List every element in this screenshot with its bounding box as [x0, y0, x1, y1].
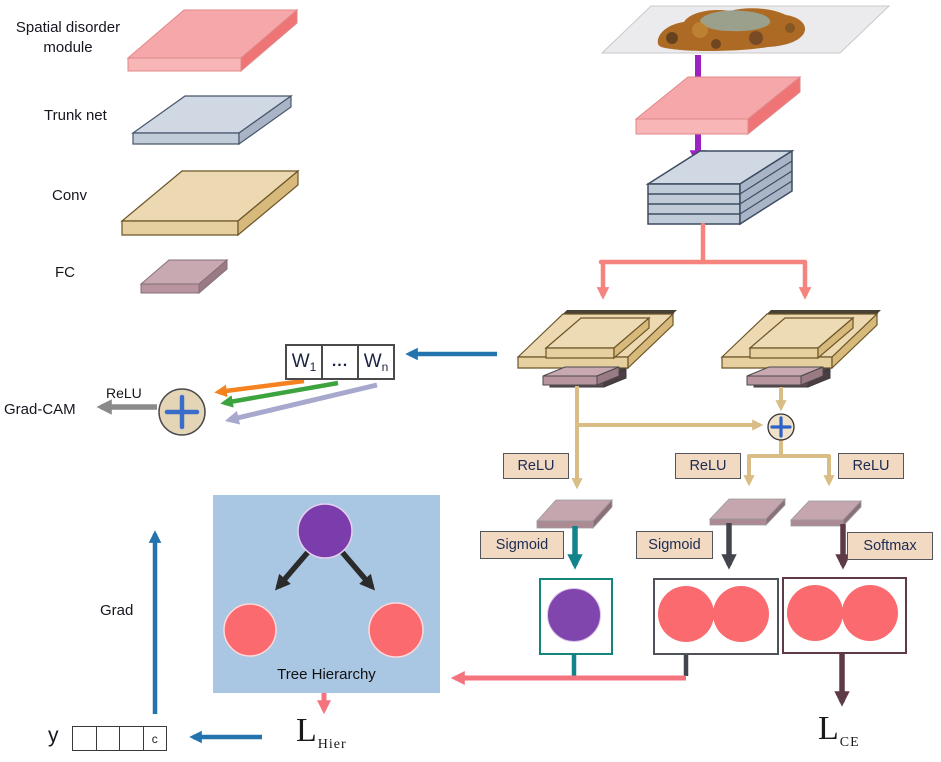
conv-block-left — [516, 310, 677, 388]
tree-edge-left — [274, 550, 311, 591]
loss-hier-subscript: Hier — [317, 737, 347, 752]
y-cell — [73, 727, 96, 750]
relu-box-left: ReLU — [503, 453, 569, 479]
tree-edge-right — [339, 550, 376, 591]
salmon-branch-lines — [598, 222, 808, 265]
conv-block-right — [720, 310, 881, 388]
leaf-node-icon — [713, 586, 769, 642]
y-vector-label: y — [48, 724, 59, 747]
grad-label: Grad — [100, 602, 134, 619]
tree-hierarchy-box: Tree Hierarchy — [213, 495, 440, 693]
parent-output-box — [539, 578, 613, 655]
input-rock-image — [600, 5, 891, 54]
y-cell-c: c — [142, 727, 167, 750]
y-cell — [95, 727, 120, 750]
green-weight-arrow — [220, 380, 339, 408]
leaf-node-icon — [658, 586, 714, 642]
fc-slab-left-head — [536, 498, 613, 530]
legend-label-conv: Conv — [52, 187, 88, 204]
parent-node-icon — [547, 588, 601, 642]
legend-label-trunk-net: Trunk net — [44, 107, 107, 124]
plus-circle-gradcam-icon — [158, 388, 206, 436]
w1-subscript: 1 — [309, 360, 317, 374]
gradcam-relu-label: ReLU — [106, 385, 142, 401]
leaf-node-icon — [787, 585, 843, 641]
y-cell — [119, 727, 143, 750]
relu-box-middle: ReLU — [675, 453, 741, 479]
legend-label-fc: FC — [55, 264, 75, 281]
loss-hier-base: L — [296, 712, 317, 749]
legend-trunk-net-slab-icon — [131, 94, 293, 146]
legend-label-spatial-disorder-module: Spatial disorder module — [15, 19, 121, 57]
tree-hierarchy-graphics — [223, 503, 424, 658]
legend-conv-slab-icon — [120, 169, 300, 237]
loss-ce-base: L — [818, 710, 839, 747]
trunk-net-stack — [645, 149, 795, 226]
legend-fc-slab-icon — [139, 258, 229, 295]
sigmoid-box-middle: Sigmoid — [636, 531, 713, 559]
gradcam-label: Grad-CAM — [4, 401, 76, 418]
tree-root-node — [297, 503, 353, 559]
orange-weight-arrow — [214, 378, 305, 398]
softmax-output-box — [782, 577, 907, 654]
lavender-weight-arrow — [224, 382, 378, 425]
tan-split-lines — [747, 438, 831, 458]
sigmoid-output-box — [653, 578, 779, 655]
tree-hierarchy-caption: Tree Hierarchy — [277, 666, 376, 683]
w1-base: W — [291, 351, 310, 372]
weight-cell-dots: ... — [321, 346, 357, 378]
fc-slab-middle-head — [709, 497, 786, 527]
tree-leaf-node-left — [223, 603, 277, 657]
wn-subscript: n — [381, 360, 389, 374]
fc-slab-right-head — [790, 499, 862, 528]
wn-base: W — [363, 351, 382, 372]
plus-circle-fusion-icon — [767, 413, 795, 441]
leaf-node-icon — [842, 585, 898, 641]
tree-leaf-node-right — [368, 602, 424, 658]
sigmoid-box-left: Sigmoid — [480, 531, 564, 559]
legend-spatial-disorder-slab-icon — [126, 8, 299, 73]
loss-ce-subscript: CE — [839, 735, 860, 750]
spatial-disorder-module-slab — [634, 75, 802, 136]
y-vector-row: c — [72, 726, 167, 751]
relu-box-right: ReLU — [838, 453, 904, 479]
softmax-box: Softmax — [847, 532, 933, 560]
